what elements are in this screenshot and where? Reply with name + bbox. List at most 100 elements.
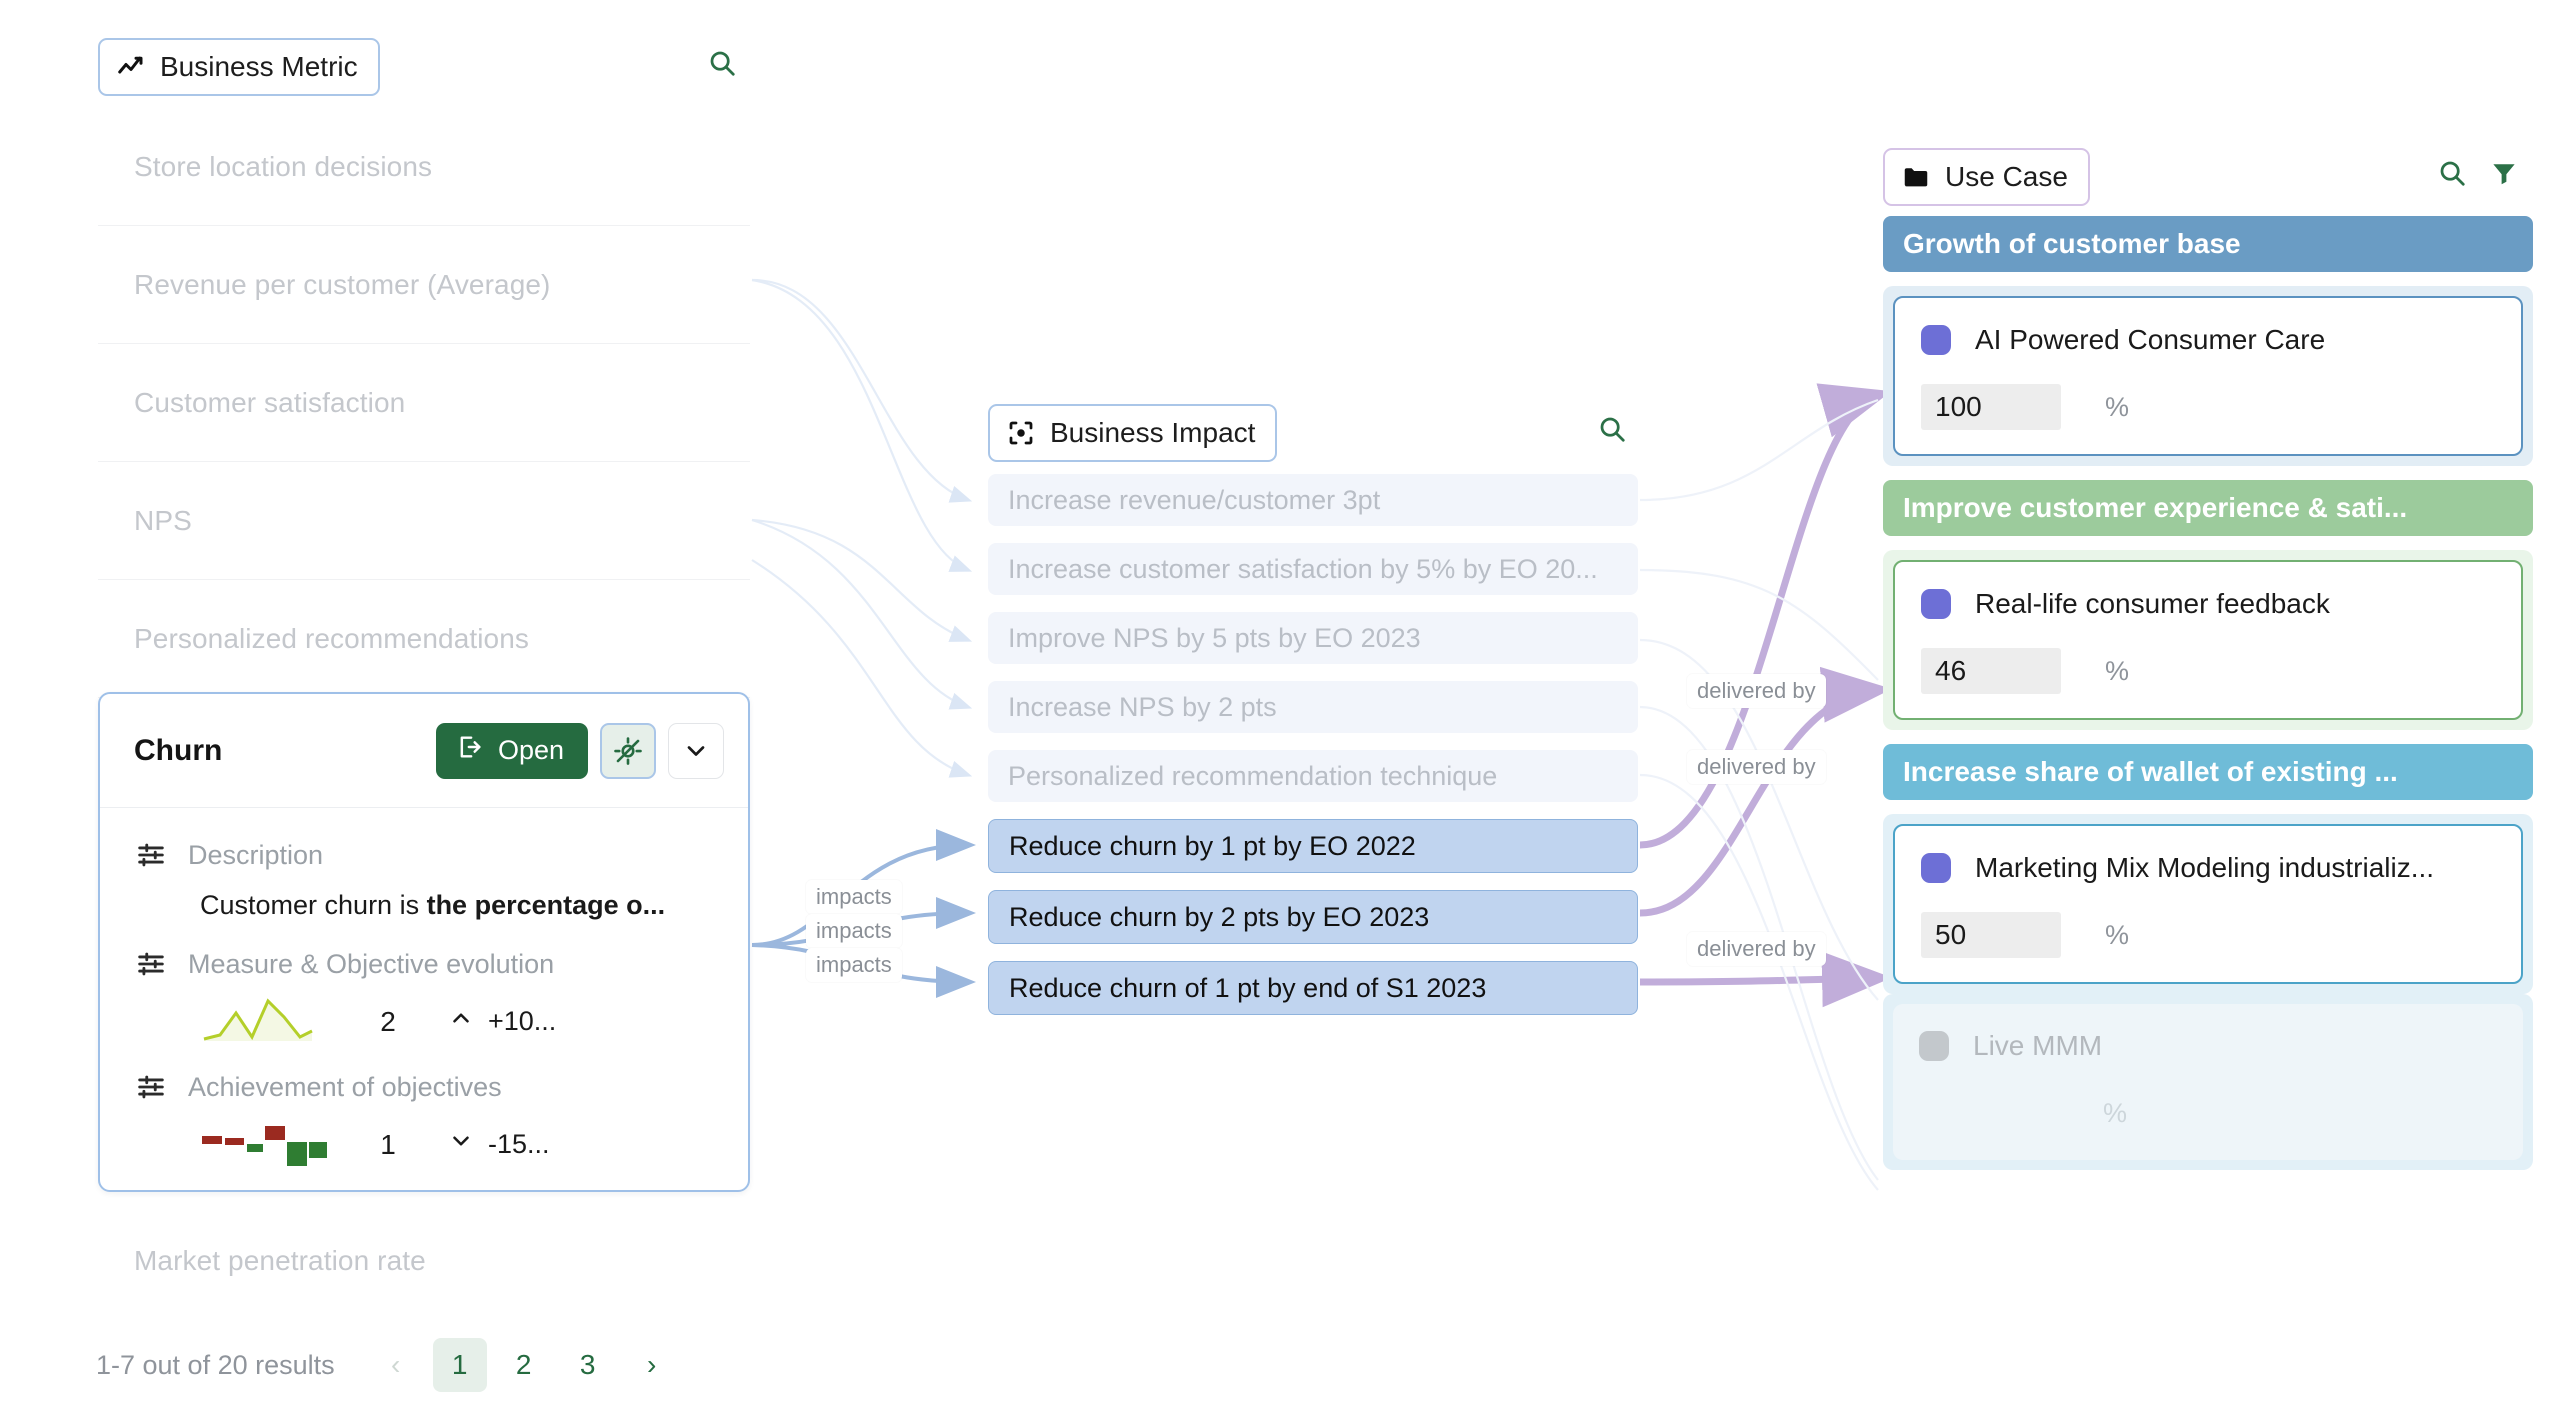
- description-text: Customer churn is the percentage o...: [200, 890, 714, 921]
- use-case-card-header: Marketing Mix Modeling industrializ...: [1921, 852, 2495, 884]
- metric-item[interactable]: Store location decisions: [98, 108, 750, 226]
- metric-item[interactable]: Revenue per customer (Average): [98, 226, 750, 344]
- impact-item[interactable]: Increase customer satisfaction by 5% by …: [988, 543, 1638, 595]
- chevron-down-icon[interactable]: [668, 722, 724, 779]
- focus-target-icon: [1006, 418, 1036, 448]
- description-bold: the percentage o...: [426, 890, 666, 920]
- impact-item[interactable]: Increase NPS by 2 pts: [988, 681, 1638, 733]
- churn-metric-card[interactable]: Churn Open: [98, 692, 750, 1192]
- description-field-row: Description: [134, 838, 714, 872]
- use-case-unit: %: [2103, 1097, 2128, 1128]
- use-case-status-dot: [1919, 1031, 1949, 1061]
- sliders-icon: [134, 838, 168, 872]
- use-case-card[interactable]: AI Powered Consumer Care 100 %: [1893, 296, 2523, 456]
- pagination-page-2[interactable]: 2: [497, 1338, 551, 1392]
- open-button[interactable]: Open: [435, 722, 588, 779]
- open-button-label: Open: [497, 735, 564, 765]
- use-case-card[interactable]: Marketing Mix Modeling industrializ... 5…: [1893, 824, 2523, 984]
- waterfall-mini-chart: [200, 1114, 347, 1175]
- use-case-group-header[interactable]: Growth of customer base: [1883, 216, 2533, 272]
- use-case-name: Live MMM: [1973, 1030, 2103, 1061]
- use-case-value-row: %: [1919, 1090, 2497, 1136]
- edge-label-delivered-by: delivered by: [1687, 674, 1826, 708]
- edge-label-impacts: impacts: [806, 948, 902, 982]
- line-chart-icon: [116, 52, 146, 82]
- chevron-up-icon: [448, 1005, 474, 1038]
- pagination: 1-7 out of 20 results ‹ 1 2 3 ›: [96, 1338, 679, 1392]
- achievement-field-row: Achievement of objectives: [134, 1070, 714, 1104]
- use-case-unit: %: [2105, 919, 2130, 950]
- use-case-card-header: Real-life consumer feedback: [1921, 588, 2495, 620]
- metric-item[interactable]: Personalized recommendations: [98, 580, 750, 698]
- use-case-group-title: Growth of customer base: [1903, 228, 2241, 259]
- description-label: Description: [188, 839, 324, 870]
- chevron-down-icon: [448, 1128, 474, 1161]
- impact-item-label: Improve NPS by 5 pts by EO 2023: [1008, 622, 1421, 653]
- impact-item[interactable]: Improve NPS by 5 pts by EO 2023: [988, 612, 1638, 664]
- impact-item-selected[interactable]: Reduce churn of 1 pt by end of S1 2023: [988, 961, 1638, 1015]
- use-case-value-row: 46 %: [1921, 648, 2495, 694]
- edge-label-delivered-by: delivered by: [1687, 750, 1826, 784]
- focus-off-icon[interactable]: [600, 722, 656, 779]
- achievement-label: Achievement of objectives: [188, 1071, 502, 1102]
- use-case-type-pill[interactable]: Use Case: [1883, 148, 2090, 206]
- impact-item-label: Reduce churn of 1 pt by end of S1 2023: [1009, 972, 1487, 1003]
- use-case-name: Marketing Mix Modeling industrializ...: [1975, 852, 2435, 883]
- pagination-next[interactable]: ›: [625, 1338, 679, 1392]
- use-case-card-header: AI Powered Consumer Care: [1921, 324, 2495, 356]
- business-metric-type-pill[interactable]: Business Metric: [98, 38, 380, 96]
- use-case-value-input[interactable]: [1919, 1090, 2059, 1136]
- metric-item[interactable]: Customer satisfaction: [98, 344, 750, 462]
- achievement-waterfall-row: 1 -15...: [200, 1114, 714, 1175]
- sliders-icon: [134, 1070, 168, 1104]
- measure-delta: +10...: [448, 1005, 556, 1038]
- edge-label-impacts: impacts: [806, 880, 902, 914]
- filter-icon[interactable]: [2489, 158, 2519, 193]
- use-case-value-input[interactable]: 50: [1921, 912, 2061, 958]
- use-case-card[interactable]: Real-life consumer feedback 46 %: [1893, 560, 2523, 720]
- use-case-unit: %: [2105, 655, 2130, 686]
- impact-item-selected[interactable]: Reduce churn by 1 pt by EO 2022: [988, 819, 1638, 873]
- use-case-pill-label: Use Case: [1945, 161, 2068, 192]
- achievement-value: 1: [380, 1128, 396, 1160]
- impact-item[interactable]: Increase revenue/customer 3pt: [988, 474, 1638, 526]
- business-impact-list: Increase revenue/customer 3pt Increase c…: [988, 474, 1638, 1032]
- use-case-group-header[interactable]: Increase share of wallet of existing ...: [1883, 744, 2533, 800]
- use-case-unit: %: [2105, 391, 2130, 422]
- use-case-list: Growth of customer base AI Powered Consu…: [1883, 216, 2533, 1184]
- business-impact-pill-label: Business Impact: [1050, 417, 1256, 448]
- pagination-prev[interactable]: ‹: [369, 1338, 423, 1392]
- use-case-name: AI Powered Consumer Care: [1975, 324, 2326, 355]
- use-case-card-muted[interactable]: Live MMM %: [1893, 1004, 2523, 1160]
- pagination-page-3[interactable]: 3: [561, 1338, 615, 1392]
- sliders-icon: [134, 947, 168, 981]
- business-impact-type-pill[interactable]: Business Impact: [988, 404, 1278, 462]
- use-case-group-title: Improve customer experience & sati...: [1903, 492, 2408, 523]
- metric-item-label: NPS: [134, 504, 192, 536]
- search-icon[interactable]: [707, 48, 737, 83]
- use-case-card-header: Live MMM: [1919, 1030, 2497, 1062]
- use-case-status-dot: [1921, 325, 1951, 355]
- use-case-group-header[interactable]: Improve customer experience & sati...: [1883, 480, 2533, 536]
- impact-item[interactable]: Personalized recommendation technique: [988, 750, 1638, 802]
- metric-item-label: Customer satisfaction: [134, 386, 406, 418]
- use-case-group-body: Real-life consumer feedback 46 %: [1883, 550, 2533, 730]
- metric-item[interactable]: Market penetration rate: [98, 1202, 750, 1320]
- metric-item[interactable]: NPS: [98, 462, 750, 580]
- search-icon[interactable]: [2437, 158, 2467, 193]
- measure-value: 2: [380, 1005, 396, 1037]
- pagination-page-1[interactable]: 1: [432, 1338, 487, 1392]
- measure-field-row: Measure & Objective evolution: [134, 947, 714, 981]
- metric-item-label: Market penetration rate: [134, 1245, 426, 1276]
- metric-item-label: Store location decisions: [134, 150, 433, 182]
- impact-item-selected[interactable]: Reduce churn by 2 pts by EO 2023: [988, 890, 1638, 944]
- impact-item-label: Increase revenue/customer 3pt: [1008, 484, 1381, 515]
- use-case-value-input[interactable]: 46: [1921, 648, 2061, 694]
- use-case-value-input[interactable]: 100: [1921, 384, 2061, 430]
- search-icon[interactable]: [1597, 414, 1627, 449]
- measure-sparkline-row: 2 +10...: [200, 991, 714, 1052]
- impact-item-label: Increase NPS by 2 pts: [1008, 691, 1277, 722]
- achievement-delta-value: -15...: [488, 1129, 550, 1159]
- use-case-group-title: Increase share of wallet of existing ...: [1903, 756, 2398, 787]
